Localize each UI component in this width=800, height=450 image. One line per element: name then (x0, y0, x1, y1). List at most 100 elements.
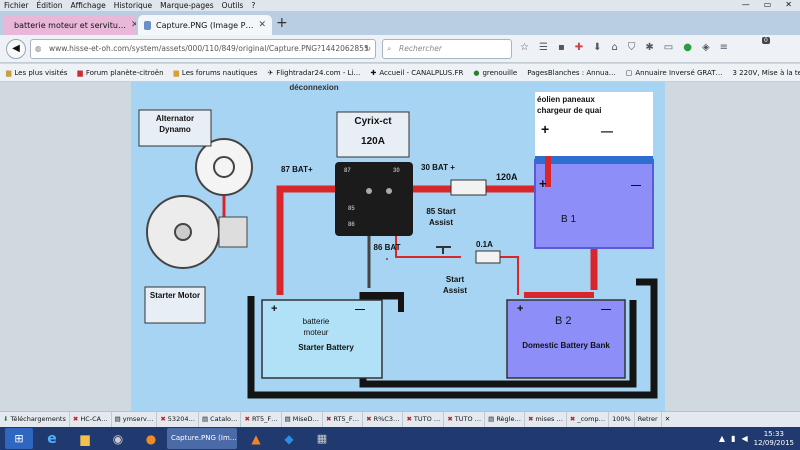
bookmark-item[interactable]: ▆Les plus visités (6, 64, 67, 81)
close-downloads-icon[interactable]: ✕ (664, 415, 671, 423)
menu-fichier[interactable]: Fichier (4, 1, 29, 10)
menu-affichage[interactable]: Affichage (70, 1, 106, 10)
alternator-symbol (213, 156, 235, 178)
download-item[interactable]: ✖53204… (157, 412, 199, 427)
puzzle-icon[interactable]: ✱ (645, 42, 654, 53)
download-item[interactable]: ▤MiseD… (282, 412, 324, 427)
terminal (386, 188, 392, 194)
explorer-icon[interactable]: ▆ (80, 431, 90, 446)
tab-close-icon[interactable]: ✕ (258, 20, 266, 30)
menu-historique[interactable]: Historique (113, 1, 153, 10)
sync-icon[interactable]: ● (683, 42, 692, 53)
minimize-button[interactable]: — (741, 0, 750, 9)
cyrix-label-box (336, 111, 410, 158)
bookmark-item[interactable]: ✈Flightradar24.com - Li… (267, 64, 360, 81)
starter-label-box (144, 286, 206, 324)
tray-arrow-icon[interactable]: ▲ (718, 434, 726, 443)
error-icon: ✖ (447, 415, 453, 423)
ie-icon[interactable]: e (47, 430, 57, 447)
terminal-86: 86 (348, 222, 355, 228)
shield-icon[interactable]: ⛉ (627, 42, 636, 53)
reload-icon[interactable]: ↻ (364, 44, 371, 53)
battery-b1-box (534, 159, 654, 249)
terminal-87: 87 (344, 168, 351, 174)
clock-date: 12/09/2015 (753, 438, 794, 447)
download-item[interactable]: ▤Règle… (485, 412, 525, 427)
bookmark-item[interactable]: 3 220V, Mise à la terre … (732, 68, 800, 77)
fuse-big-label: 120A (496, 172, 518, 182)
bookmark-item[interactable]: ▆Forum planète-citroën (77, 64, 163, 81)
file-icon: ▤ (488, 415, 495, 423)
image-viewer: déconnexion Alternator Dynamo Starter Mo… (0, 82, 800, 411)
menu-edition[interactable]: Édition (36, 1, 63, 10)
menu-icon[interactable]: ≡ (719, 42, 729, 53)
bookmark-item[interactable]: ●grenouille (473, 64, 517, 81)
download-item[interactable]: ✖TUTO … (403, 412, 445, 427)
tab-label: Capture.PNG (Image P… (156, 20, 254, 30)
downloads-button[interactable]: ⬇Téléchargements (0, 412, 70, 427)
volume-icon[interactable]: ◀ (741, 434, 748, 443)
starter-battery-box (261, 299, 383, 379)
notification-badge: 0 (762, 37, 770, 44)
search-placeholder: Rechercher (399, 44, 442, 53)
download-item[interactable]: ✖R%C3… (363, 412, 404, 427)
error-icon: ✖ (72, 415, 79, 423)
new-tab-button[interactable]: + (276, 15, 288, 31)
bookmark-item[interactable]: PagesBlanches : Annua… (527, 68, 616, 77)
download-item[interactable]: ✖_comp… (567, 412, 610, 427)
cyrix-current: 120A (361, 136, 385, 147)
download-item[interactable]: ▤Catalo… (199, 412, 242, 427)
download-icon[interactable]: ⬇ (593, 42, 602, 53)
error-icon: ✖ (527, 415, 534, 423)
reading-list-icon[interactable]: ☰ (538, 42, 548, 53)
start85-label: 85 Start Assist (426, 207, 456, 227)
starter-label: Starter Motor (149, 291, 201, 300)
home-icon[interactable]: ⌂ (611, 42, 618, 53)
download-item[interactable]: ✖HC-CA… (70, 412, 112, 427)
teamviewer-icon[interactable]: ◆ (284, 431, 294, 446)
menu-help[interactable]: ? (251, 1, 256, 10)
bookmark-item[interactable]: ▆Les forums nautiques (174, 64, 258, 81)
retry-button[interactable]: Retrer (635, 412, 662, 427)
download-item[interactable]: ✖mises … (525, 412, 567, 427)
extension-icon[interactable]: ◈ (701, 42, 710, 53)
bookmark-favicon-icon: ▆ (77, 68, 83, 77)
bookmark-folder-icon: ▆ (6, 68, 12, 77)
error-icon: ✖ (244, 415, 250, 423)
tab-capture[interactable]: Capture.PNG (Image P… ✕ (138, 15, 272, 35)
menu-outils[interactable]: Outils (221, 1, 244, 10)
menu-marque-pages[interactable]: Marque-pages (160, 1, 214, 10)
alternator-label: Alternator Dynamo (155, 114, 195, 134)
addon-icon[interactable]: ✚ (574, 42, 584, 53)
chat-icon[interactable]: ▭ (663, 42, 674, 53)
app-icon[interactable]: ◉ (112, 431, 124, 446)
back-icon[interactable]: ◀ (6, 39, 26, 59)
close-window-button[interactable]: ✕ (785, 0, 792, 9)
maximize-button[interactable]: ▭ (763, 0, 772, 9)
bookmark-item[interactable]: ▢Annuaire Inversé GRAT… (626, 64, 723, 81)
tab-close-icon[interactable]: ✕ (130, 20, 136, 30)
network-icon[interactable]: ▮ (731, 434, 736, 443)
search-icon: ⌕ (387, 44, 392, 53)
bookmark-item[interactable]: ✚Accueil - CANALPLUS.FR (370, 64, 463, 81)
alternator-label-box (138, 109, 212, 147)
download-item[interactable]: ✖TUTO … (444, 412, 486, 427)
download-item[interactable]: ✖RT5_F… (241, 412, 282, 427)
firefox-icon[interactable]: ● (145, 431, 157, 446)
start-button[interactable]: ⊞ (5, 428, 33, 449)
calculator-icon[interactable]: ▦ (316, 432, 328, 445)
plus-icon: ✚ (370, 68, 377, 77)
toolbar-icons: ☆ ☰ ▪ ✚ ⬇ ⌂ ⛉ ✱ ▭ ● ◈ ≡ (520, 42, 728, 53)
clock[interactable]: 15:33 12/09/2015 (754, 430, 794, 448)
tab-batterie[interactable]: batterie moteur et servitu… ✕ (3, 15, 136, 35)
download-item[interactable]: ▤ymserv… (112, 412, 158, 427)
save-icon[interactable]: ▪ (557, 42, 565, 53)
download-item[interactable]: ✖RT5_F… (323, 412, 364, 427)
search-input[interactable]: ⌕ Rechercher (382, 39, 512, 59)
wiring-svg (138, 92, 658, 399)
url-bar[interactable]: ◍ www.hisse-et-oh.com/system/assets/000/… (30, 39, 376, 59)
taskbar-firefox-window[interactable]: Capture.PNG (Im… (167, 428, 237, 449)
zoom-level[interactable]: 100% (609, 412, 635, 427)
star-icon[interactable]: ☆ (520, 42, 529, 53)
vlc-icon[interactable]: ▲ (251, 431, 261, 446)
